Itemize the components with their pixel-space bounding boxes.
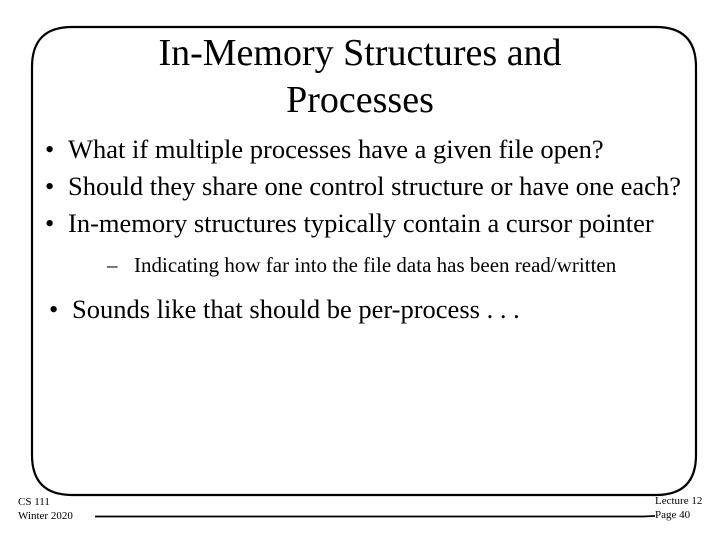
bullet-marker-icon: •: [45, 208, 55, 238]
title-line-1: In-Memory Structures and: [158, 32, 562, 74]
footer-divider-line: [95, 515, 655, 518]
bullet-item-1: • What if multiple processes have a give…: [34, 131, 696, 168]
sub-bullet-text-1: Indicating how far into the file data ha…: [134, 253, 617, 277]
page-title: In-Memory Structures and Processes: [60, 30, 660, 124]
footer-left: CS 111 Winter 2020: [18, 495, 73, 523]
bullet-marker-icon: •: [45, 134, 55, 164]
footer-lecture: Lecture 12: [655, 495, 703, 507]
footer-term: Winter 2020: [18, 510, 73, 522]
spacer: [34, 280, 696, 291]
footer-right: Lecture 12 Page 40: [655, 494, 702, 522]
bullet-item-2: • Should they share one control structur…: [34, 168, 696, 205]
bullet-item-3: • In-memory structures typically contain…: [34, 205, 696, 242]
bullet-text-2: Should they share one control structure …: [68, 171, 681, 201]
slide-body: • What if multiple processes have a give…: [34, 131, 696, 328]
spacer: [34, 242, 696, 251]
footer-course: CS 111: [18, 496, 50, 508]
sub-bullet-item-1: – Indicating how far into the file data …: [34, 251, 696, 280]
dash-marker-icon: –: [107, 253, 118, 277]
title-line-2: Processes: [286, 79, 434, 121]
bullet-text-4: Sounds like that should be per-process .…: [72, 294, 520, 324]
bullet-item-4: • Sounds like that should be per-process…: [34, 291, 696, 328]
bullet-text-3: In-memory structures typically contain a…: [68, 208, 654, 238]
bullet-marker-icon: •: [45, 171, 55, 201]
footer-page: Page 40: [655, 509, 691, 521]
bullet-text-1: What if multiple processes have a given …: [68, 134, 604, 164]
bullet-marker-icon: •: [49, 294, 59, 324]
